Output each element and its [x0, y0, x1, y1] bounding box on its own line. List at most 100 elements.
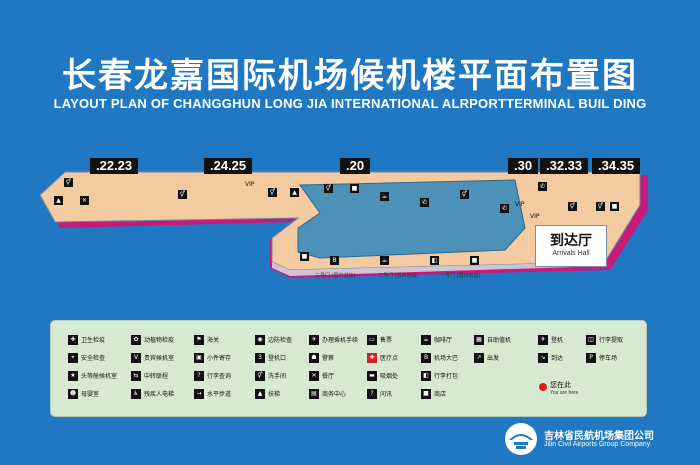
departure-icon: ↗ — [474, 352, 484, 363]
page-title-zh: 长春龙嘉国际机场候机楼平面布置图 — [62, 56, 638, 96]
ticket-icon: ▭ — [367, 334, 377, 345]
phone-icon: ✆ — [538, 182, 547, 191]
vip-lounge-icon: V — [131, 352, 141, 363]
legend-item: ◫行李提取 — [586, 334, 623, 345]
legend-item: ⇆中转联程 — [131, 370, 168, 381]
company-name-en: Jilin Civil Airports Group Company — [544, 441, 651, 448]
legend-item: ▦自助值机 — [474, 334, 511, 345]
self-check-in-icon: ▦ — [474, 334, 484, 345]
legend-item: ?行李查询 — [194, 370, 231, 381]
legend-item: ☻母婴室 — [68, 388, 100, 399]
boarding-gate-icon: 3 — [255, 352, 265, 363]
shop-icon: ■ — [421, 388, 431, 399]
first-class-lounge-icon: ★ — [68, 370, 78, 381]
gate-label: .30 — [508, 158, 539, 174]
you-are-here-marker — [539, 383, 547, 391]
gateway-label: 二号门 (国内进站) — [378, 273, 419, 279]
gate-label: .32.33 — [540, 158, 589, 174]
cafe-icon: ☕ — [380, 192, 389, 201]
gate-label: .34.35 — [592, 158, 641, 174]
legend-item: ?问讯 — [367, 388, 392, 399]
vip-label: VIP — [515, 201, 525, 208]
legend-item: ⚑海关 — [194, 334, 219, 345]
police-icon: ☗ — [309, 352, 319, 363]
legend-item: ★头等舱候机室 — [68, 370, 117, 381]
restaurant-icon: ✕ — [309, 370, 319, 381]
shop-icon: ■ — [350, 184, 359, 193]
health-quarantine-icon: ✚ — [68, 334, 78, 345]
left-luggage-icon: ▣ — [194, 352, 204, 363]
legend-item: ■商店 — [421, 388, 446, 399]
restaurant-icon: ✕ — [80, 196, 89, 205]
phone-icon: ✆ — [420, 198, 429, 207]
legend-item: ✚医疗点 — [367, 352, 398, 363]
restroom-icon: ⚥ — [64, 178, 73, 187]
vip-label: VIP — [530, 213, 540, 220]
plant-quarantine-icon: ✿ — [131, 334, 141, 345]
bus-icon: B — [330, 256, 339, 265]
cafe-icon: ☕ — [380, 256, 389, 265]
cafe-icon: ☕ — [421, 334, 431, 345]
restroom-icon: ⚥ — [324, 184, 333, 193]
floorplan-waiting-area — [297, 179, 526, 259]
arrivals-en: Arrivals Hall — [552, 250, 590, 257]
legend-item: ☕咖啡厅 — [421, 334, 452, 345]
legend-item: ✿动植物检疫 — [131, 334, 174, 345]
border-control-icon: ◉ — [255, 334, 265, 345]
baggage-wrap-icon: ◧ — [421, 370, 431, 381]
arrivals-zh: 到达厅 — [550, 233, 592, 249]
moving-walkway-icon: → — [194, 388, 204, 399]
business-center-icon: ▤ — [309, 388, 319, 399]
legend-item: ⚥洗手间 — [255, 370, 286, 381]
legend-item: ↗出发 — [474, 352, 499, 363]
page-title-en: LAYOUT PLAN OF CHANGGHUN LONG JIA INTERN… — [53, 96, 647, 111]
shop-icon: ■ — [470, 256, 479, 265]
baggage-claim-icon: ◫ — [586, 334, 596, 345]
legend-item: ▭售票 — [367, 334, 392, 345]
legend-item: ⌖安全检查 — [68, 352, 105, 363]
information-icon: ? — [367, 388, 377, 399]
floorplan-bottom-band — [272, 262, 605, 276]
shop-icon: ■ — [300, 252, 309, 261]
boarding-icon: ✈ — [538, 334, 548, 345]
gateway-label: 一号门 (国内出站) — [440, 273, 481, 279]
shop-icon: ■ — [610, 202, 619, 211]
baby-room-icon: ☻ — [68, 388, 78, 399]
accessible-elevator-icon: ♿ — [131, 388, 141, 399]
escalator-icon: ▲ — [54, 196, 63, 205]
arrival-icon: ↘ — [538, 352, 548, 363]
company-logo — [505, 423, 537, 455]
baggage-inquiry-icon: ? — [194, 370, 204, 381]
arrivals-hall-label: 到达厅 Arrivals Hall — [535, 225, 607, 267]
legend-item: ♿残疾人电梯 — [131, 388, 174, 399]
you-are-here-label-en: You are here — [550, 390, 579, 396]
smoking-icon: ▬ — [367, 370, 377, 381]
restroom-icon: ⚥ — [178, 190, 187, 199]
transfer-icon: ⇆ — [131, 370, 141, 381]
baggage-icon: ◧ — [430, 256, 439, 265]
legend-item: ☗警察 — [309, 352, 334, 363]
gate-label: .24.25 — [204, 158, 253, 174]
escalator-icon: ▲ — [255, 388, 265, 399]
restroom-icon: ⚥ — [460, 190, 469, 199]
phone-icon: ✆ — [500, 204, 509, 213]
you-are-here-label: 您在此 — [550, 381, 571, 389]
customs-icon: ⚑ — [194, 334, 204, 345]
gate-label: .20 — [340, 158, 371, 174]
gate-label: .22.23 — [90, 158, 139, 174]
legend-item: ✈登机 — [538, 334, 563, 345]
legend-item: ▬吸烟处 — [367, 370, 398, 381]
legend-item: ◧行李打包 — [421, 370, 458, 381]
vip-label: VIP — [245, 181, 255, 188]
security-check-icon: ⌖ — [68, 352, 78, 363]
medical-icon: ✚ — [367, 352, 377, 363]
gateway-label: 三号门 (国内进站) — [315, 273, 356, 279]
legend-item: ▣小件寄存 — [194, 352, 231, 363]
